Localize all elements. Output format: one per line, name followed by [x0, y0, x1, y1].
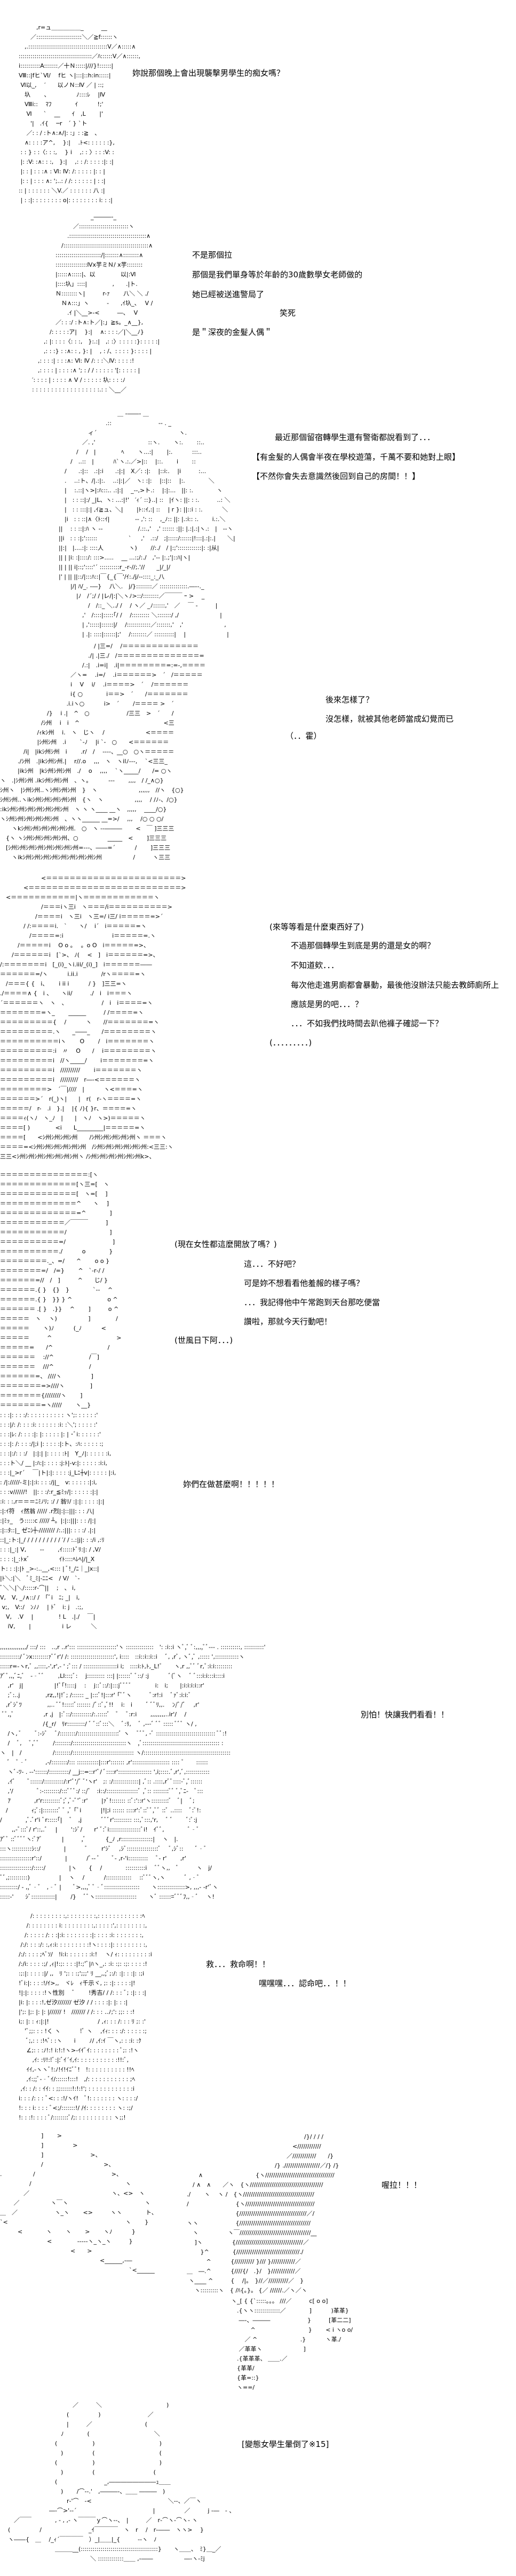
ascii-art: : : :|: : : :/: : : : : : : : : : ヽ';: :… [0, 1412, 116, 1630]
dialogue-line: ．．．我記得他中午常跑到天台那吃便當 [244, 1298, 380, 1307]
dialogue-line: 每次他走進男廁都會暴動，最後他沒辦法只能去教師廁所上 [291, 980, 499, 990]
dialogue-line: 喔拉！！！ [382, 2180, 422, 2190]
dialogue-line: 應該是男的吧．．．？ [291, 999, 363, 1009]
dialogue-line: 沒怎樣，就被其他老師當成幻覺而已 [326, 714, 454, 724]
dialogue-line: 別怕！快讓我們看看！！ [361, 1710, 449, 1719]
ascii-art: /: : : : : : : : :,: : : : : : : :,: : :… [19, 1913, 152, 2121]
dialogue-line: 最近那個留宿轉學生還有警衛都說看到了．．． [275, 433, 435, 442]
dialogue-line: 笑死 [280, 308, 296, 318]
dialogue-line: 這．．．不好吧？ [244, 1259, 300, 1269]
dialogue-line: 妳說那個晚上會出現襲擊男學生的痴女嗎？ [132, 68, 285, 78]
ascii-art: ,r=ュ＿＿＿＿＿_ __ ／:::::::::::::::::::::::＼／… [19, 24, 141, 204]
dialogue-line: （．．霍） [285, 731, 322, 741]
dialogue-line: 不知道欸．．． [291, 961, 339, 970]
dialogue-line: 救．．．救命啊！！ [206, 1959, 271, 1969]
dialogue-line: 嘿嘿嘿．．．認命吧．．！！ [259, 1979, 351, 1988]
dialogue-line: 【不然你會失去意識然後回到自己的房間！！】 [252, 471, 420, 481]
ascii-art: / |三=/ /＝＝＝＝＝＝＝＝＝＝＝＝＝ ./| .|三./ /＝＝＝＝＝＝＝… [0, 643, 206, 861]
dialogue-line: 不過那個轉學生到底是男的還是女的啊？ [291, 941, 435, 950]
caption-line: [變態女學生暈倒了※15] [242, 2439, 329, 2449]
dialogue-line: 可是妳不想看看他羞赧的樣子嗎？ [244, 1278, 364, 1288]
dialogue-line: 不是那個拉 [192, 250, 233, 260]
dialogue-line: (．．．．．．．．．) [269, 1038, 312, 1047]
dialogue-line: (世風日下阿．．．) [174, 1335, 233, 1345]
ascii-art: ／ ＼ ) ( ) ／ | ／ ( ﾉ ( ＼ ( ) ) ) ( ( ( ) … [8, 2402, 235, 2562]
dialogue-line: 是＂深夜的金髮人偶＂ [192, 327, 273, 337]
ascii-art: ＝＝＝＝＝＝＝＝＝＝＝＝＝＝＝:[ヽ ＝＝＝＝＝＝＝＝＝＝＝＝＝[ヽ三=[ ヽ … [0, 1171, 122, 1409]
dialogue-line: (來等等看是什麼東西好了) [269, 922, 364, 932]
ascii-art: ,,,,,,,,,,,,,,/ :::/ ::: ..,r ..r'::: ::… [0, 1644, 266, 1900]
ascii-art-left: ] > ] > ] >、 / >、 . / >、 / ヽ ／ ヽ、<> ヽ ／ … [0, 2132, 157, 2274]
ascii-art: _―――-_ ／:::::::::::::::::::::::::ヽ .::::… [32, 213, 160, 393]
ascii-art-mini-figures: ヽ_[ { {`:::::。。。 ///／ c[ o o] .{ヽヽ::::::… [231, 2298, 353, 2391]
ascii-art: ＿ -――- ＿ .:: ‐‐ . _ ィ´ ヽ. ／. ,' ::ヽ. ヽ:.… [59, 410, 235, 638]
ascii-art-right: /}/ / / / <//////////// ／//////////// /}… [187, 2133, 339, 2294]
dialogue-line: ．．．不如我們找時間去趴他褲子確認一下？ [291, 1019, 443, 1028]
dialogue-line: 那個是我們單身等於年齡的30歲數學女老師做的 [192, 270, 363, 279]
dialogue-line: (現在女性都這麼開放了嗎？) [174, 1239, 277, 1249]
ascii-art: <＝＝＝＝＝＝＝＝＝＝＝＝＝＝＝＝＝＝＝＝＝＝＝> <＝＝＝＝＝＝＝＝＝＝＝＝＝… [0, 875, 186, 1160]
dialogue-line: 【有金髮的人偶會半夜在學校遊蕩，千萬不要和她對上眼】 [252, 452, 461, 462]
dialogue-line: 她已經被送進警局了 [192, 290, 265, 299]
dialogue-line: 後來怎樣了？ [326, 695, 374, 705]
dialogue-line: 讚啦，那就今天行動吧！ [244, 1317, 332, 1326]
dialogue-line: 妳們在做甚麼啊！！！！！ [183, 1479, 280, 1489]
